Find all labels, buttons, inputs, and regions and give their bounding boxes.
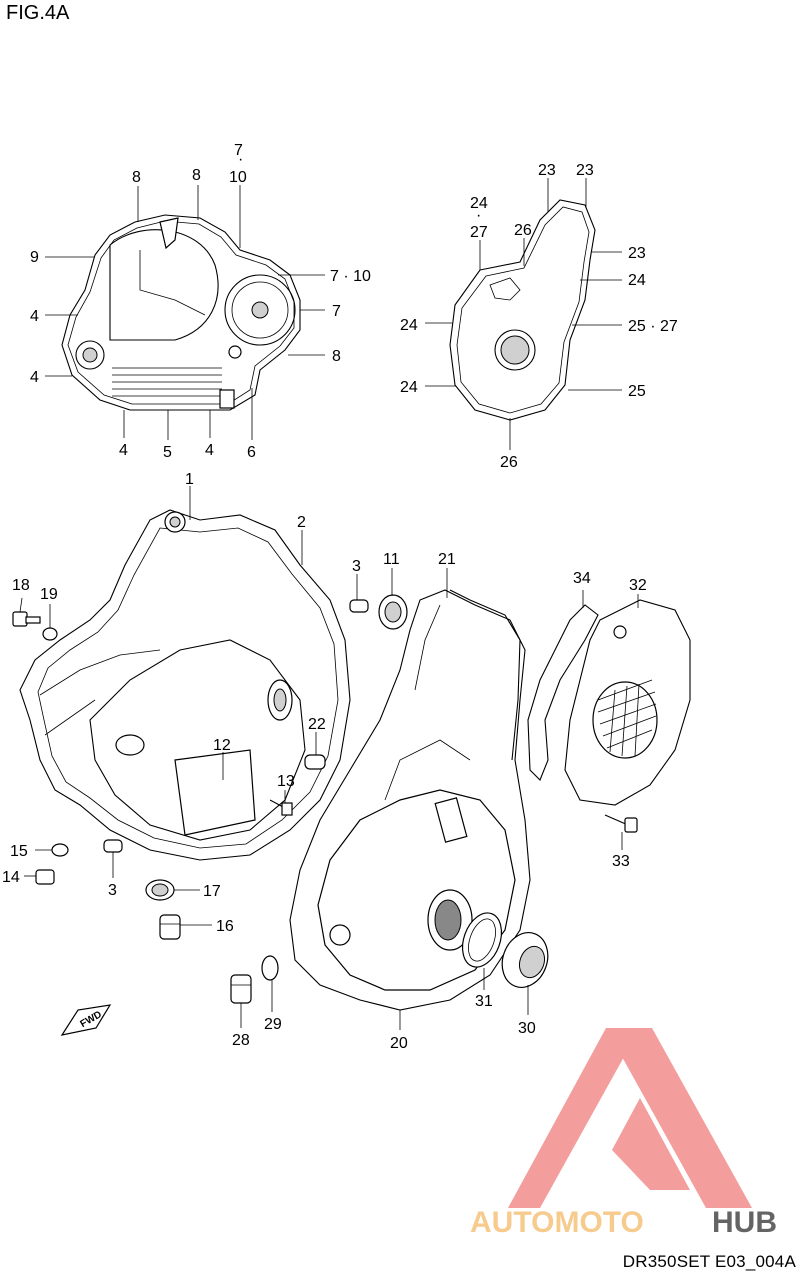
callout-10: 10 bbox=[229, 169, 247, 186]
callout-4: 4 bbox=[205, 442, 214, 459]
callout-27: 27 bbox=[470, 224, 488, 241]
bolt-33 bbox=[604, 814, 638, 833]
fwd-arrow-icon: FWD bbox=[60, 1004, 112, 1036]
crankcase-cover-assembly bbox=[19, 509, 351, 861]
dowel-pin-22 bbox=[304, 754, 326, 770]
callout-6: 6 bbox=[247, 444, 256, 461]
washer-19 bbox=[42, 627, 58, 641]
watermark-logo: AUTOMOTO HUB bbox=[470, 1028, 777, 1239]
o-ring-29 bbox=[261, 955, 279, 981]
callout-20: 20 bbox=[390, 1035, 408, 1052]
callout-7: 7 bbox=[234, 142, 243, 159]
callout-9: 9 bbox=[30, 249, 39, 266]
callout-4: 4 bbox=[119, 442, 128, 459]
callout-19: 19 bbox=[40, 586, 58, 603]
watermark-brand-2: HUB bbox=[712, 1206, 777, 1239]
callout-4: 4 bbox=[30, 308, 39, 325]
callout-12: 12 bbox=[213, 737, 231, 754]
callout-14: 14 bbox=[2, 869, 20, 886]
plug-28 bbox=[230, 974, 252, 1004]
oil-seal-11 bbox=[378, 594, 408, 630]
callout-26: 26 bbox=[514, 222, 532, 239]
callout-26: 26 bbox=[500, 454, 518, 471]
generator-cover-gasket-lower bbox=[414, 589, 521, 761]
callout-28: 28 bbox=[232, 1032, 250, 1049]
svg-text:·: · bbox=[238, 151, 243, 168]
figure-title: FIG.4A bbox=[6, 2, 70, 24]
bolt-13 bbox=[269, 799, 293, 816]
callout-15: 15 bbox=[10, 843, 28, 860]
diagram-code: DR350SET E03_004A bbox=[622, 1252, 796, 1271]
plug-16 bbox=[159, 914, 181, 940]
bolt-18 bbox=[12, 611, 41, 627]
o-ring-31 bbox=[461, 912, 503, 968]
plug-30 bbox=[501, 932, 549, 988]
callout-2: 2 bbox=[297, 514, 306, 531]
callout-8: 8 bbox=[132, 169, 141, 186]
callout-18: 18 bbox=[12, 577, 30, 594]
clutch-cover-gasket bbox=[61, 214, 301, 411]
sprocket-cover bbox=[527, 599, 691, 806]
watermark-brand-1: AUTOMOTO bbox=[470, 1206, 644, 1239]
callout-29: 29 bbox=[264, 1016, 282, 1033]
callout-labels: 8 8 7 · 10 9 7 · 10 7 8 4 4 4 5 4 6 23 2… bbox=[2, 142, 678, 1052]
callout-7: 7 bbox=[332, 303, 341, 320]
callout-30: 30 bbox=[518, 1020, 536, 1037]
callout-16: 16 bbox=[216, 918, 234, 935]
callout-25: 25 bbox=[628, 383, 646, 400]
gasket-15 bbox=[51, 843, 69, 857]
callout-21: 21 bbox=[438, 551, 456, 568]
callout-8: 8 bbox=[332, 348, 341, 365]
callout-23: 23 bbox=[538, 162, 556, 179]
dowel-pin-3-upper bbox=[349, 599, 369, 613]
callout-3: 3 bbox=[352, 558, 361, 575]
leader-lines bbox=[19, 178, 639, 1030]
dowel-pin-3-lower bbox=[103, 839, 123, 853]
generator-cover-gasket bbox=[449, 199, 596, 421]
callout-11: 11 bbox=[383, 551, 400, 568]
callout-33: 33 bbox=[612, 853, 630, 870]
callout-8: 8 bbox=[192, 167, 201, 184]
oil-seal-17 bbox=[145, 879, 175, 901]
callout-24: 24 bbox=[400, 379, 418, 396]
callout-25-27: 25 · 27 bbox=[628, 318, 678, 335]
callout-23: 23 bbox=[576, 162, 594, 179]
callout-3: 3 bbox=[108, 882, 117, 899]
callout-4: 4 bbox=[30, 369, 39, 386]
callout-5: 5 bbox=[163, 444, 172, 461]
callout-23: 23 bbox=[628, 245, 646, 262]
callout-24: 24 bbox=[400, 317, 418, 334]
callout-24: 24 bbox=[628, 272, 646, 289]
svg-text:·: · bbox=[476, 207, 481, 224]
callout-22: 22 bbox=[308, 716, 326, 733]
plug-14 bbox=[35, 869, 55, 885]
callout-34: 34 bbox=[573, 570, 591, 587]
callout-24: 24 bbox=[470, 195, 488, 212]
callout-1: 1 bbox=[185, 471, 194, 488]
callout-13: 13 bbox=[277, 773, 295, 790]
callout-32: 32 bbox=[629, 577, 647, 594]
callout-17: 17 bbox=[203, 883, 221, 900]
callout-7-10: 7 · 10 bbox=[330, 268, 371, 285]
callout-31: 31 bbox=[475, 993, 493, 1010]
